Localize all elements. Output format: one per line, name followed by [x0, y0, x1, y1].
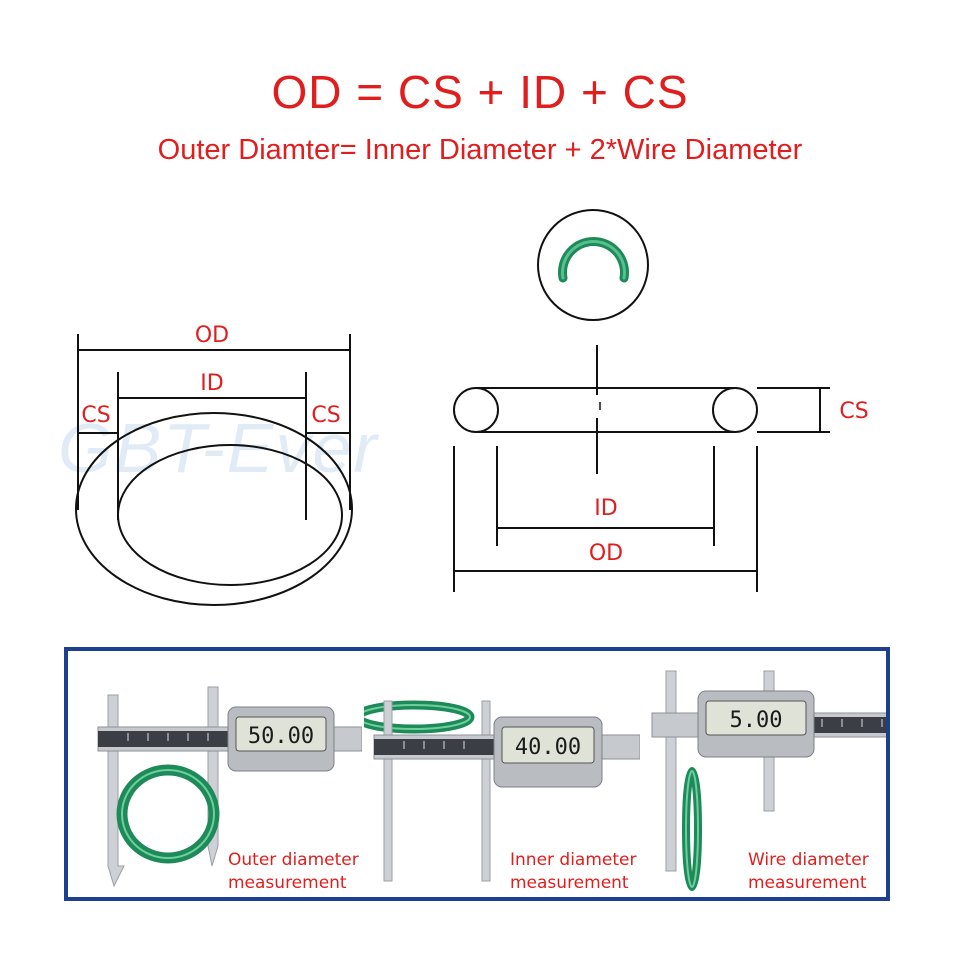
formula-title: OD = CS + ID + CS: [271, 66, 689, 118]
caliper-display-2: 40.00: [515, 735, 581, 760]
inner-diameter-caption-line2: measurement: [510, 873, 629, 893]
measurement-panel: 50.00 Outer diameter measurement 40.00 I…: [64, 647, 890, 901]
od-label-left: OD: [195, 323, 229, 348]
cs-label-right: CS: [839, 399, 868, 424]
caliper-display-1: 50.00: [248, 724, 314, 749]
cs-label-left-b: CS: [311, 403, 340, 428]
wire-diameter-photo: 5.00 Wire diameter measurement: [642, 651, 886, 897]
ring-side-view: [453, 345, 830, 592]
id-label-left: ID: [200, 371, 223, 396]
outer-diameter-caption-line1: Outer diameter: [228, 850, 359, 870]
oring-photo-circle: [537, 209, 649, 321]
caliper-display-3: 5.00: [730, 708, 783, 733]
outer-diameter-caption-line2: measurement: [228, 873, 347, 893]
formula-explanation: Outer Diamter= Inner Diameter + 2*Wire D…: [157, 134, 803, 166]
outer-diameter-photo: 50.00 Outer diameter measurement: [68, 651, 363, 897]
cs-label-left-a: CS: [81, 403, 110, 428]
inner-diameter-photo: 40.00 Inner diameter measurement: [353, 651, 641, 897]
inner-diameter-caption-line1: Inner diameter: [510, 850, 637, 870]
oring-dimension-diagram: OD ID CS CS CS ID OD: [75, 209, 869, 606]
watermark: GBT-Ever: [58, 409, 379, 487]
id-label-right: ID: [594, 496, 617, 521]
outer-edge: [75, 412, 353, 606]
wire-diameter-caption-line1: Wire diameter: [748, 850, 869, 870]
inner-edge: [117, 444, 343, 586]
wire-diameter-caption-line2: measurement: [748, 873, 867, 893]
ring-top-view: [75, 334, 353, 606]
od-label-right: OD: [589, 541, 623, 566]
